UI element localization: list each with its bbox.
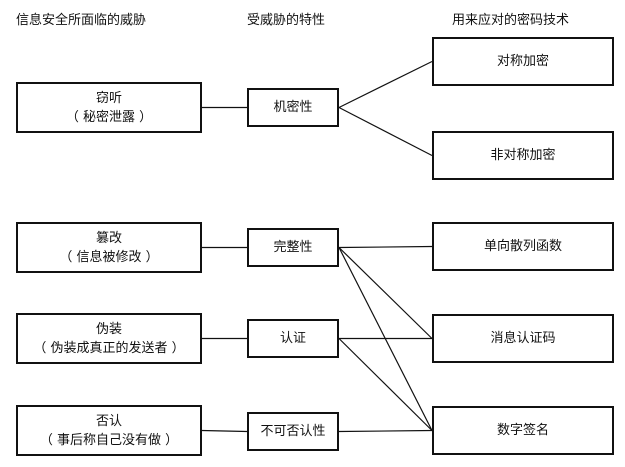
technique-box-symmetric: 对称加密	[432, 37, 614, 86]
property-box-authentication: 认证	[247, 319, 339, 358]
threat-box-repudiation: 否认 （ 事后称自己没有做 ）	[16, 405, 202, 456]
technique-label: 消息认证码	[490, 331, 556, 346]
threat-label: 篡改	[95, 230, 122, 246]
property-box-integrity: 完整性	[247, 228, 339, 267]
property-label: 不可否认性	[260, 424, 326, 439]
threat-sublabel: （ 伪装成真正的发送者 ）	[33, 340, 185, 356]
connector-confidentiality-to-symmetric	[338, 60, 433, 109]
property-label: 认证	[279, 331, 306, 346]
threat-box-eavesdrop: 窃听 （ 秘密泄露 ）	[16, 82, 202, 133]
technique-box-asymmetric: 非对称加密	[432, 131, 614, 180]
threat-label: 窃听	[95, 90, 122, 106]
property-box-nonrepudiation: 不可否认性	[247, 412, 339, 451]
connector-integrity-to-hash	[338, 245, 433, 249]
connector-confidentiality-to-asymmetric	[338, 106, 433, 157]
connector-authentication-to-signature	[338, 338, 433, 431]
threat-sublabel: （ 信息被修改 ）	[59, 249, 159, 265]
property-label: 机密性	[273, 100, 313, 115]
technique-label: 非对称加密	[490, 148, 556, 163]
technique-label: 对称加密	[496, 54, 549, 69]
properties-column-header: 受威胁的特性	[247, 13, 326, 28]
threat-label: 否认	[95, 413, 122, 429]
threat-sublabel: （ 事后称自己没有做 ）	[39, 432, 179, 448]
connector-repudiation-to-nonrepudiation	[201, 429, 248, 433]
threat-box-tamper: 篡改 （ 信息被修改 ）	[16, 222, 202, 273]
property-label: 完整性	[273, 240, 313, 255]
technique-label: 单向散列函数	[483, 239, 562, 254]
threat-label: 伪装	[95, 321, 122, 337]
threat-box-spoof: 伪装 （ 伪装成真正的发送者 ）	[16, 313, 202, 364]
connector-integrity-to-mac	[338, 247, 433, 339]
threats-column-header: 信息安全所面临的威胁	[16, 13, 147, 28]
technique-label: 数字签名	[496, 423, 549, 438]
connector-nonrepudiation-to-signature	[338, 429, 433, 433]
technique-box-hash: 单向散列函数	[432, 222, 614, 271]
property-box-confidentiality: 机密性	[247, 88, 339, 127]
technique-box-signature: 数字签名	[432, 406, 614, 455]
threat-sublabel: （ 秘密泄露 ）	[65, 109, 153, 125]
technique-box-mac: 消息认证码	[432, 314, 614, 363]
techniques-column-header: 用来应对的密码技术	[452, 13, 570, 28]
